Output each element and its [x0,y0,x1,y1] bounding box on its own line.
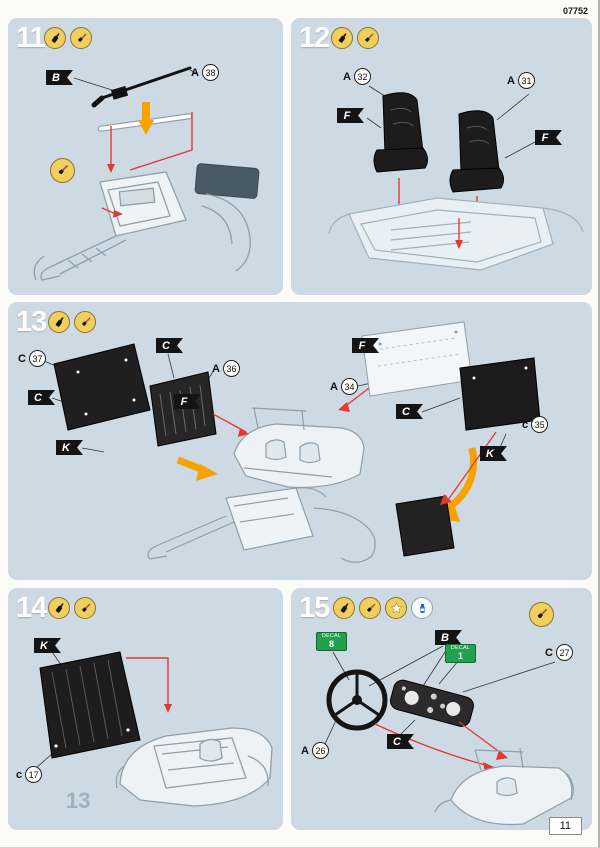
decal-number: 8 [328,638,334,649]
flag-c-right: C [396,404,423,419]
part-label-c27: C 27 [545,644,573,661]
glue-icon [48,311,70,333]
brush-icon [70,27,92,49]
reference-step-number: 13 [66,788,91,813]
part-label-a26: A 26 [301,742,329,759]
part-label-a34: A 34 [330,378,358,395]
brush-icon [359,597,381,619]
part-number: 36 [222,360,240,377]
part-letter: A [507,74,515,87]
step-13-panel: 13 C 37 C C A 36 F K F A 34 C c 35 K [8,302,592,580]
brush-icon [529,602,554,627]
step-11-illustration [33,66,260,281]
flag-b: B [46,70,73,85]
decal-label: DECAL [450,645,471,651]
step-number: 14 [16,592,47,624]
part-label-c17: c 17 [16,766,43,783]
step-11-panel: 11 B A 38 [8,18,283,295]
glue-icon [44,27,66,49]
step-number: 15 [299,592,330,624]
flag-k-left: K [56,440,83,455]
step-number: 11 [16,22,46,54]
page-number: 11 [548,817,582,835]
step-12-illustration [328,85,584,271]
flag-f-right: F [535,130,562,145]
part-letter: A [301,744,309,757]
decal-label: DECAL [321,633,342,639]
part-label-c37: C 37 [18,350,46,367]
part-label-c35: c 35 [522,416,549,433]
flag-f-right: F [352,338,379,353]
step-13-illustration [41,321,541,563]
step-number: 12 [299,22,330,54]
flag-k-right: K [480,446,507,461]
flag-f-mid: F [174,394,201,409]
part-number: 37 [28,350,46,367]
step-14-illustration [35,651,273,807]
glue-icon [331,27,353,49]
part-letter: c [16,768,23,781]
part-letter: A [343,70,351,83]
part-label-a38: A 38 [191,64,219,81]
paint-icon [411,597,433,619]
step-number: 13 [16,306,47,338]
part-number: 26 [311,742,329,759]
part-number: 35 [531,416,549,433]
brush-icon [74,311,96,333]
step-12-panel: 12 A 32 A 31 F F [291,18,592,295]
step-15-illustration [324,645,574,826]
flag-c: C [387,734,414,749]
part-number: 32 [353,68,371,85]
decal-badge-8: DECAL 8 [316,632,347,652]
flag-c-left: C [28,390,55,405]
part-letter: C [545,646,553,659]
part-label-a36: A 36 [212,360,240,377]
flag-f-left: F [337,108,364,123]
part-label-a32: A 32 [343,68,371,85]
document-number: 07752 [562,6,588,16]
flag-k: K [34,638,61,653]
part-number: 27 [555,644,573,661]
flag-b: B [435,630,462,645]
glue-icon [48,597,70,619]
step-14-panel: 14 K c 17 13 [8,588,283,830]
part-number: 34 [340,378,358,395]
part-letter: A [330,380,338,393]
part-number: 31 [517,72,535,89]
part-letter: c [522,418,529,431]
glue-icon [333,597,355,619]
brush-icon [74,597,96,619]
brush-icon [50,158,75,183]
flag-c-mid: C [156,338,183,353]
step-15-panel: 15 DECAL 8 B DECAL 1 C 27 C [291,588,592,830]
decal-badge-1: DECAL 1 [445,644,476,664]
part-label-a31: A 31 [507,72,535,89]
part-letter: A [191,66,199,79]
part-number: 17 [25,766,43,783]
part-number: 38 [201,64,219,81]
part-letter: A [212,362,220,375]
brush-icon [357,27,379,49]
part-letter: C [18,352,26,365]
decal-number: 1 [457,650,463,661]
star-icon [385,597,407,619]
